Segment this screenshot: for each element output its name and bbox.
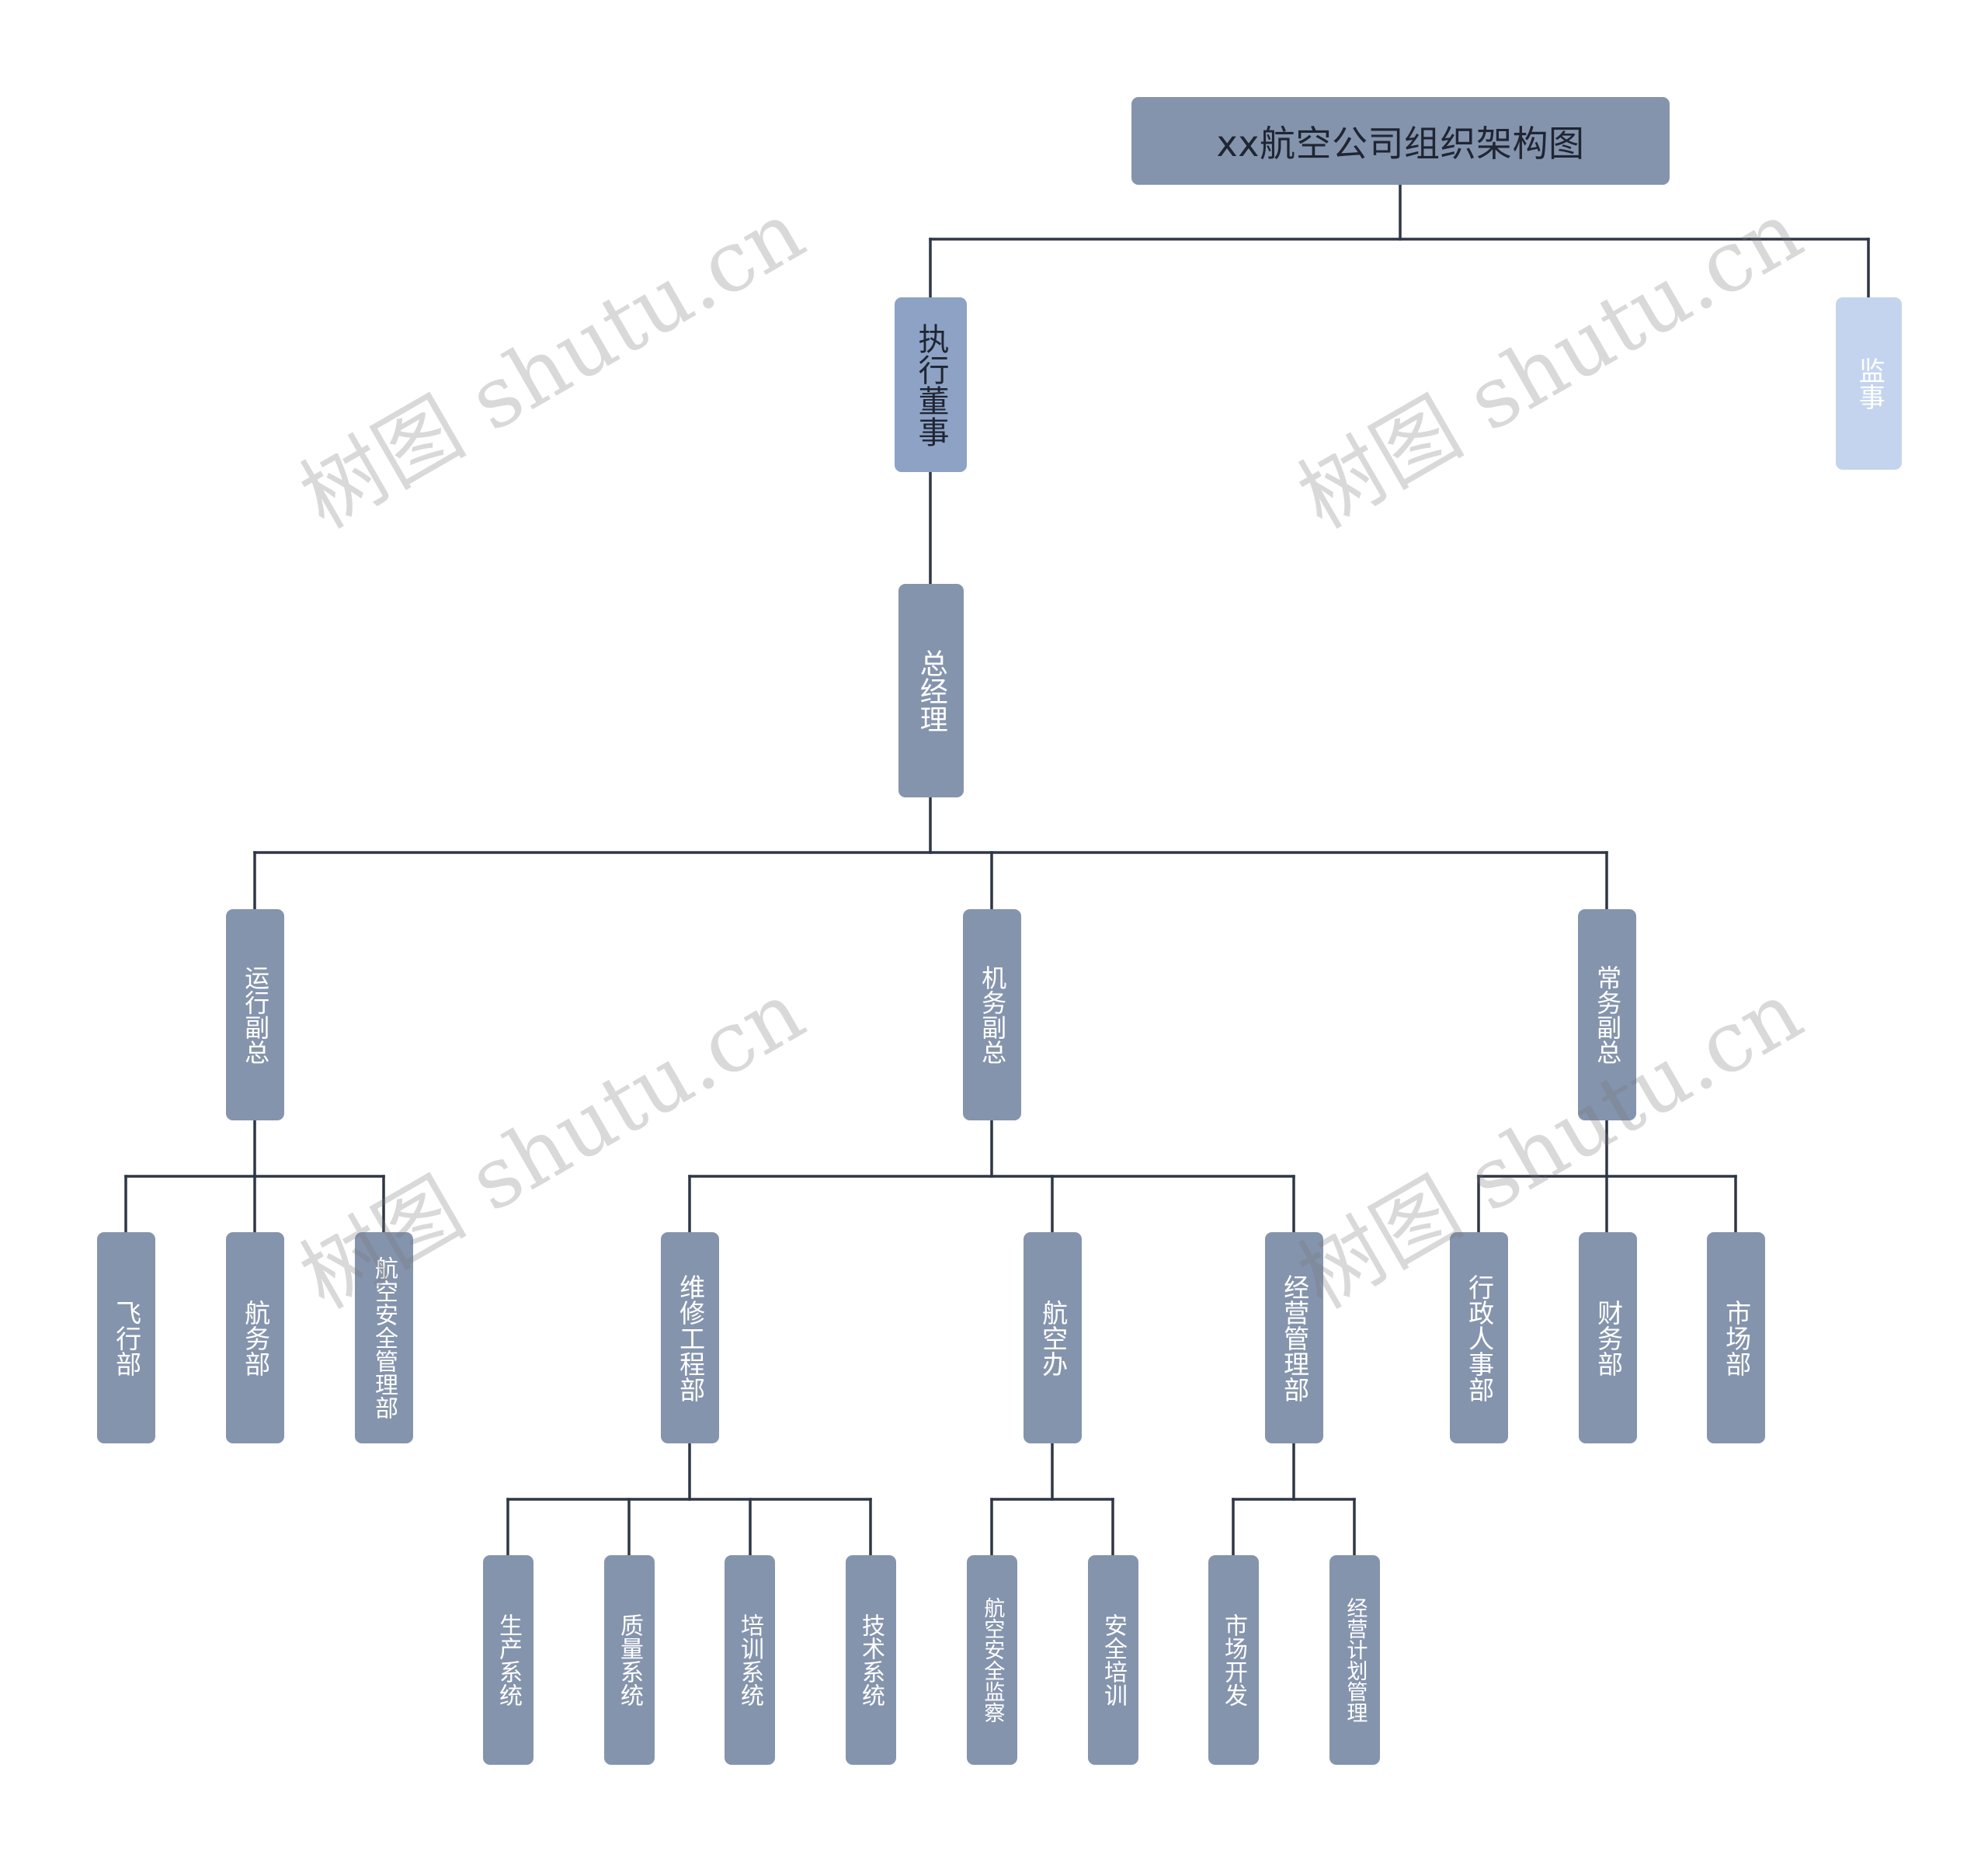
node-label: 安全培训: [1100, 1613, 1127, 1707]
node-supervisor: 监事: [1836, 297, 1902, 470]
node-label: 维修工程部: [675, 1273, 706, 1402]
node-production-system: 生产系统: [483, 1555, 533, 1765]
node-label: 生产系统: [495, 1613, 522, 1707]
node-label: 航务部: [240, 1299, 271, 1377]
node-technical-system: 技术系统: [846, 1555, 896, 1765]
node-label: 航空安全监察: [980, 1597, 1005, 1723]
node-business-management-dept: 经营管理部: [1265, 1232, 1323, 1443]
node-vp-operations: 运行副总: [226, 909, 284, 1120]
node-label: 质量系统: [616, 1613, 643, 1707]
node-label: 航空安全管理部: [370, 1256, 398, 1419]
node-label: 机务副总: [978, 965, 1008, 1064]
node-market-dept: 市场部: [1707, 1232, 1765, 1443]
node-quality-system: 质量系统: [604, 1555, 655, 1765]
chart-title-node: xx航空公司组织架构图: [1131, 97, 1670, 185]
node-admin-hr-dept: 行政人事部: [1450, 1232, 1508, 1443]
node-label: 监事: [1854, 357, 1885, 410]
node-label: 培训系统: [736, 1613, 763, 1707]
node-finance-dept: 财务部: [1579, 1232, 1637, 1443]
node-label: 运行副总: [241, 965, 271, 1064]
node-maintenance-dept: 维修工程部: [661, 1232, 719, 1443]
node-label: 执行董事: [912, 322, 949, 447]
node-executive-director: 执行董事: [895, 297, 967, 472]
node-flight-dept: 飞行部: [97, 1232, 155, 1443]
node-label: 财务部: [1593, 1299, 1624, 1377]
node-label: 经营计划管理: [1343, 1597, 1368, 1723]
node-safety-inspection: 航空安全监察: [967, 1555, 1017, 1765]
node-label: 飞行部: [111, 1299, 142, 1377]
node-label: 经营管理部: [1279, 1273, 1310, 1402]
node-market-development: 市场开发: [1208, 1555, 1259, 1765]
node-vp-engineering: 机务副总: [963, 909, 1021, 1120]
node-safety-management-dept: 航空安全管理部: [355, 1232, 413, 1443]
node-label: 常务副总: [1593, 965, 1623, 1064]
node-training-system: 培训系统: [725, 1555, 775, 1765]
node-vp-general: 常务副总: [1578, 909, 1636, 1120]
node-aviation-office: 航空办: [1024, 1232, 1082, 1443]
node-label: 行政人事部: [1464, 1273, 1495, 1402]
node-label: 总经理: [915, 648, 947, 733]
node-label: 市场开发: [1220, 1613, 1247, 1707]
node-label: 市场部: [1721, 1299, 1752, 1377]
node-safety-training: 安全培训: [1088, 1555, 1138, 1765]
node-business-planning: 经营计划管理: [1329, 1555, 1380, 1765]
node-label: 航空办: [1037, 1299, 1069, 1377]
node-label: 技术系统: [857, 1613, 885, 1707]
chart-title-label: xx航空公司组织架构图: [1216, 122, 1585, 165]
node-general-manager: 总经理: [898, 584, 964, 797]
node-airservice-dept: 航务部: [226, 1232, 284, 1443]
